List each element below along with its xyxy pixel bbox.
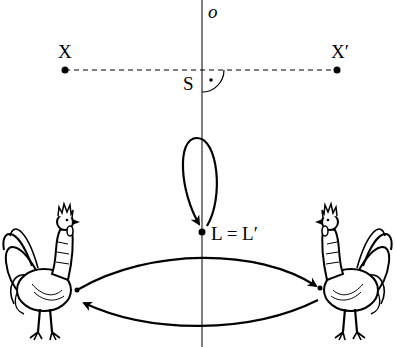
foot-label: S bbox=[183, 74, 194, 93]
point-label: X′ bbox=[331, 42, 349, 61]
point-label: X bbox=[58, 42, 72, 61]
point-label: L = L′ bbox=[211, 224, 258, 243]
axis-label: o bbox=[208, 2, 218, 21]
